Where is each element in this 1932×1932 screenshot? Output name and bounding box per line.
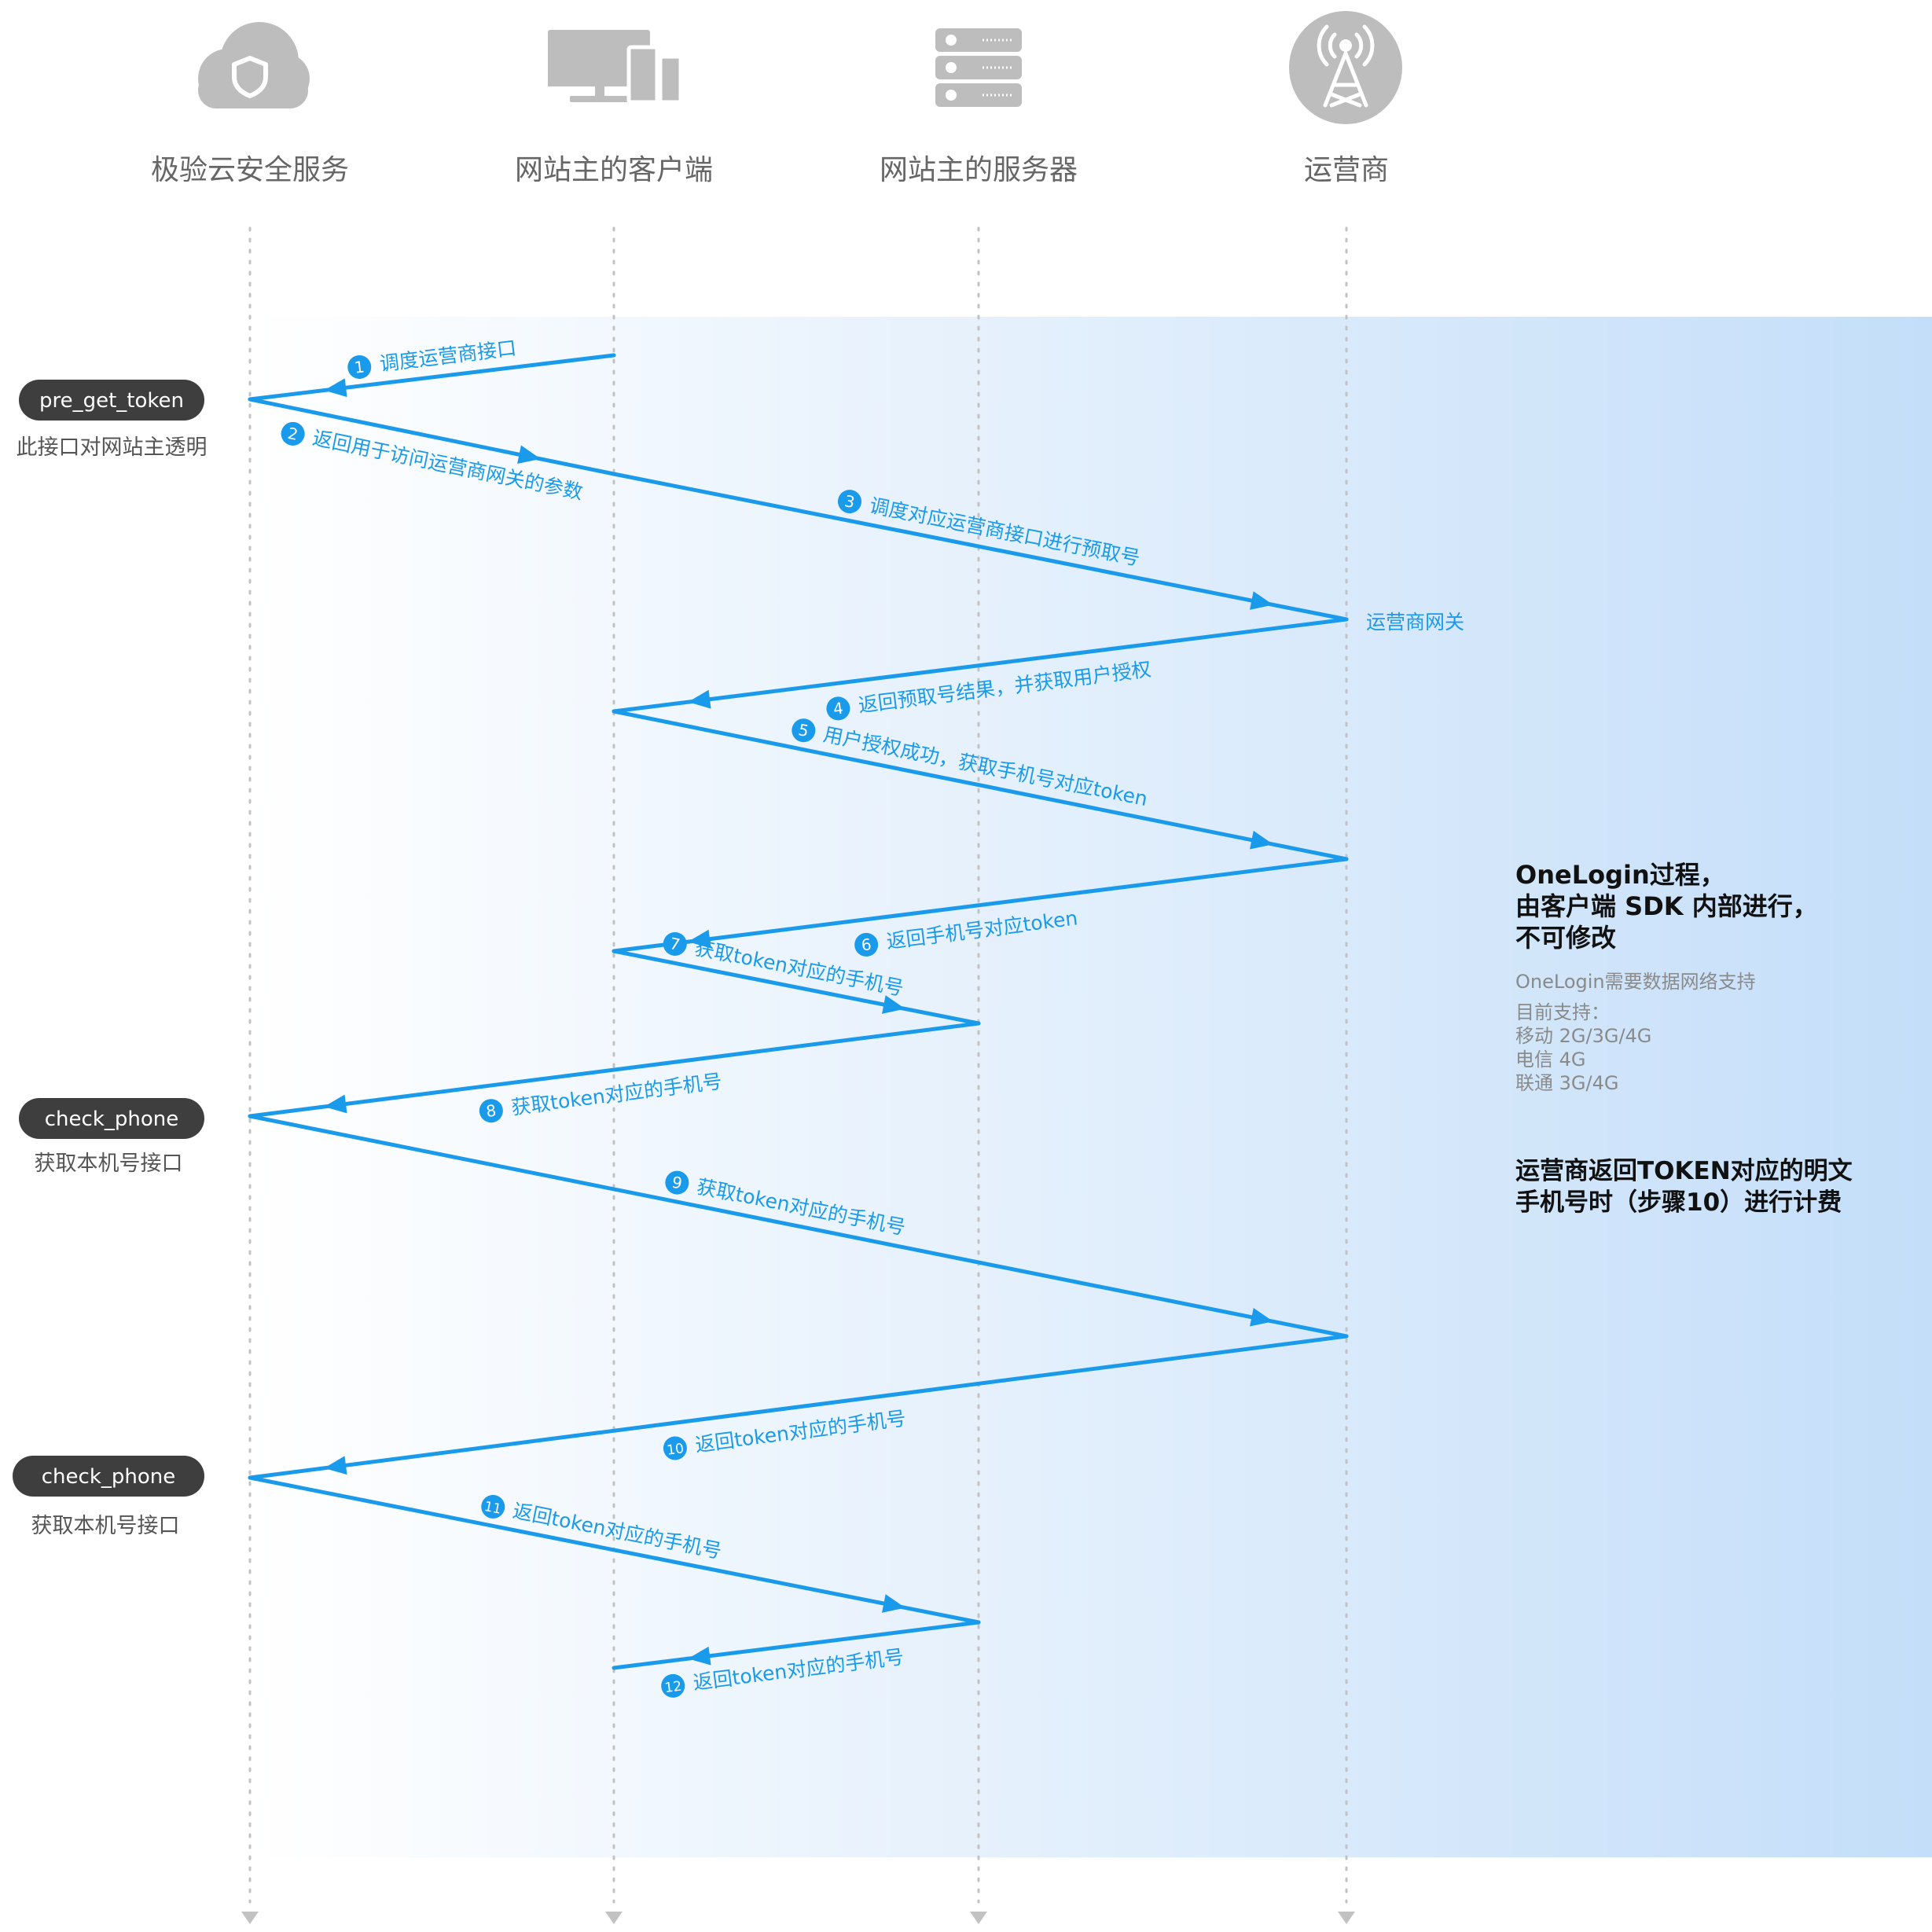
- message-arrow-step-4: [612, 617, 1349, 714]
- step-number-badge: [481, 1494, 505, 1519]
- note-network-line-2: 目前支持：: [1515, 1001, 1610, 1023]
- api-pill-label: check_phone: [45, 1107, 179, 1131]
- note-network-line-5: 联通 3G/4G: [1515, 1072, 1618, 1094]
- step-number: 6: [860, 935, 872, 954]
- message-arrow-step-10: [248, 1334, 1349, 1480]
- step-number-badge: [479, 1099, 503, 1123]
- step-number-badge: [663, 931, 687, 956]
- message-arrow-step-1: [248, 353, 616, 402]
- api-pill-label: check_phone: [42, 1465, 176, 1489]
- step-number: 1: [354, 357, 366, 376]
- step-number: 10: [666, 1441, 685, 1459]
- note-network-line-1: OneLogin需要数据网络支持: [1515, 971, 1756, 993]
- step-number: 11: [483, 1499, 502, 1518]
- actor-title-geetest: 极验云安全服务: [151, 154, 349, 186]
- operator-gateway-label: 运营商网关: [1366, 611, 1464, 634]
- note-title-line-3: 不可修改: [1515, 923, 1616, 953]
- step-number-badge: [281, 421, 305, 446]
- step-number: 5: [797, 720, 810, 740]
- step-number-badge: [826, 696, 850, 721]
- message-arrow-step-7: [612, 949, 981, 1026]
- process-note: OneLogin过程， 由客户端 SDK 内部进行， 不可修改 OneLogin…: [1515, 860, 1853, 1217]
- api-pill-description: 获取本机号接口: [35, 1151, 183, 1176]
- step-number: 3: [843, 491, 856, 512]
- message-arrow-step-8: [248, 1021, 981, 1118]
- lifeline-client: [605, 226, 623, 1924]
- lifeline-geetest: [241, 226, 259, 1924]
- devices-icon: [548, 30, 683, 105]
- note-billing-line-2: 手机号时（步骤10）进行计费: [1515, 1188, 1842, 1217]
- api-pill-label: pre_get_token: [39, 389, 184, 413]
- message-arrow-step-5: [612, 709, 1349, 861]
- onelogin-process-region: [250, 317, 1932, 1857]
- note-network-line-3: 移动 2G/3G/4G: [1515, 1025, 1651, 1047]
- message-arrow-step-12: [612, 1620, 981, 1670]
- signal-tower-icon: [1289, 11, 1402, 124]
- lifeline-server: [970, 226, 987, 1924]
- message-arrow-step-3: [612, 472, 1349, 622]
- cloud-shield-icon: [198, 22, 310, 108]
- step-number-badge: [661, 1673, 685, 1698]
- message-arrow-step-6: [612, 857, 1349, 953]
- note-billing-line-1: 运营商返回TOKEN对应的明文: [1515, 1157, 1853, 1185]
- step-number-badge: [792, 718, 816, 743]
- note-title-line-1: OneLogin过程，: [1515, 860, 1725, 890]
- note-title-line-2: 由客户端 SDK 内部进行，: [1515, 891, 1818, 921]
- step-number: 2: [286, 424, 299, 444]
- message-arrow-step-2: [248, 397, 616, 476]
- message-arrow-step-11: [248, 1475, 981, 1625]
- step-number-badge: [347, 354, 372, 379]
- message-arrow-step-9: [248, 1114, 1349, 1339]
- note-network-line-4: 电信 4G: [1515, 1049, 1586, 1071]
- step-number: 12: [663, 1679, 682, 1697]
- step-number: 8: [485, 1100, 498, 1120]
- api-pill-description: 获取本机号接口: [31, 1514, 180, 1538]
- actor-title-server: 网站主的服务器: [880, 154, 1078, 186]
- step-number-badge: [838, 490, 862, 514]
- actor-title-operator: 运营商: [1304, 154, 1389, 186]
- lifeline-operator: [1338, 226, 1355, 1924]
- server-rack-icon: [935, 28, 1022, 107]
- step-number-badge: [663, 1436, 687, 1460]
- api-pill-check-phone-2: check_phone: [13, 1456, 204, 1497]
- api-pill-description: 此接口对网站主透明: [17, 435, 208, 460]
- step-number: 7: [668, 934, 681, 954]
- step-number: 9: [670, 1173, 684, 1193]
- step-number: 4: [832, 699, 845, 718]
- api-pill-check-phone-1: check_phone: [19, 1098, 204, 1139]
- step-number-badge: [854, 932, 879, 957]
- actor-title-client: 网站主的客户端: [515, 154, 713, 186]
- message-arrows: [248, 353, 1349, 1670]
- step-number-badge: [665, 1170, 689, 1195]
- api-pill-pre-get-token: pre_get_token: [19, 380, 204, 421]
